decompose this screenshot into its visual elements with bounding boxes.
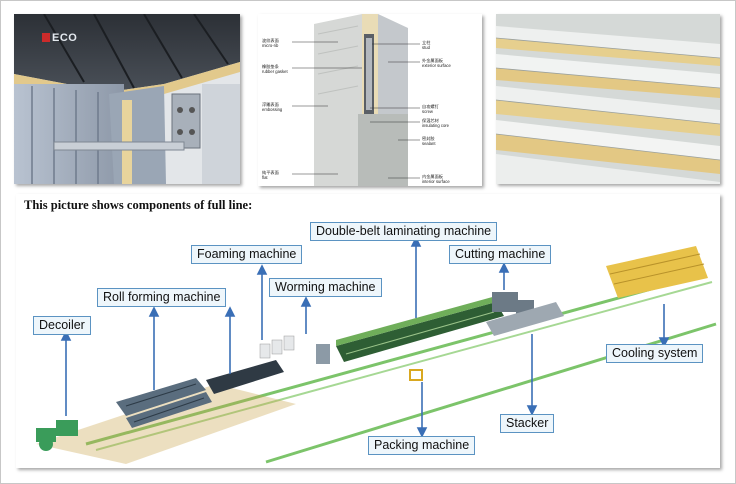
wall-joint-drawing bbox=[258, 14, 482, 186]
label-double-belt-laminating-machine: Double-belt laminating machine bbox=[310, 222, 498, 241]
label-foaming-machine: Foaming machine bbox=[191, 245, 303, 264]
label-cooling-system: Cooling system bbox=[606, 344, 704, 363]
label-stacker: Stacker bbox=[500, 414, 555, 433]
label-packing-machine: Packing machine bbox=[368, 436, 476, 455]
production-line-headline: This picture shows components of full li… bbox=[24, 198, 253, 212]
sandwich-panels-photo bbox=[496, 14, 720, 184]
production-line-diagram: This picture shows components of full li… bbox=[16, 194, 720, 468]
roof-panel-illustration bbox=[14, 14, 240, 184]
logo-icon bbox=[42, 33, 50, 42]
stacked-panels-illustration bbox=[496, 14, 720, 184]
label-cutting-machine: Cutting machine bbox=[449, 245, 552, 264]
label-worming-machine: Worming machine bbox=[269, 278, 382, 297]
label-decoiler: Decoiler bbox=[33, 316, 91, 335]
label-roll-forming-machine: Roll forming machine bbox=[97, 288, 227, 307]
brand-logo: ECO bbox=[42, 32, 77, 44]
roof-panel-photo: ECO bbox=[14, 14, 240, 184]
